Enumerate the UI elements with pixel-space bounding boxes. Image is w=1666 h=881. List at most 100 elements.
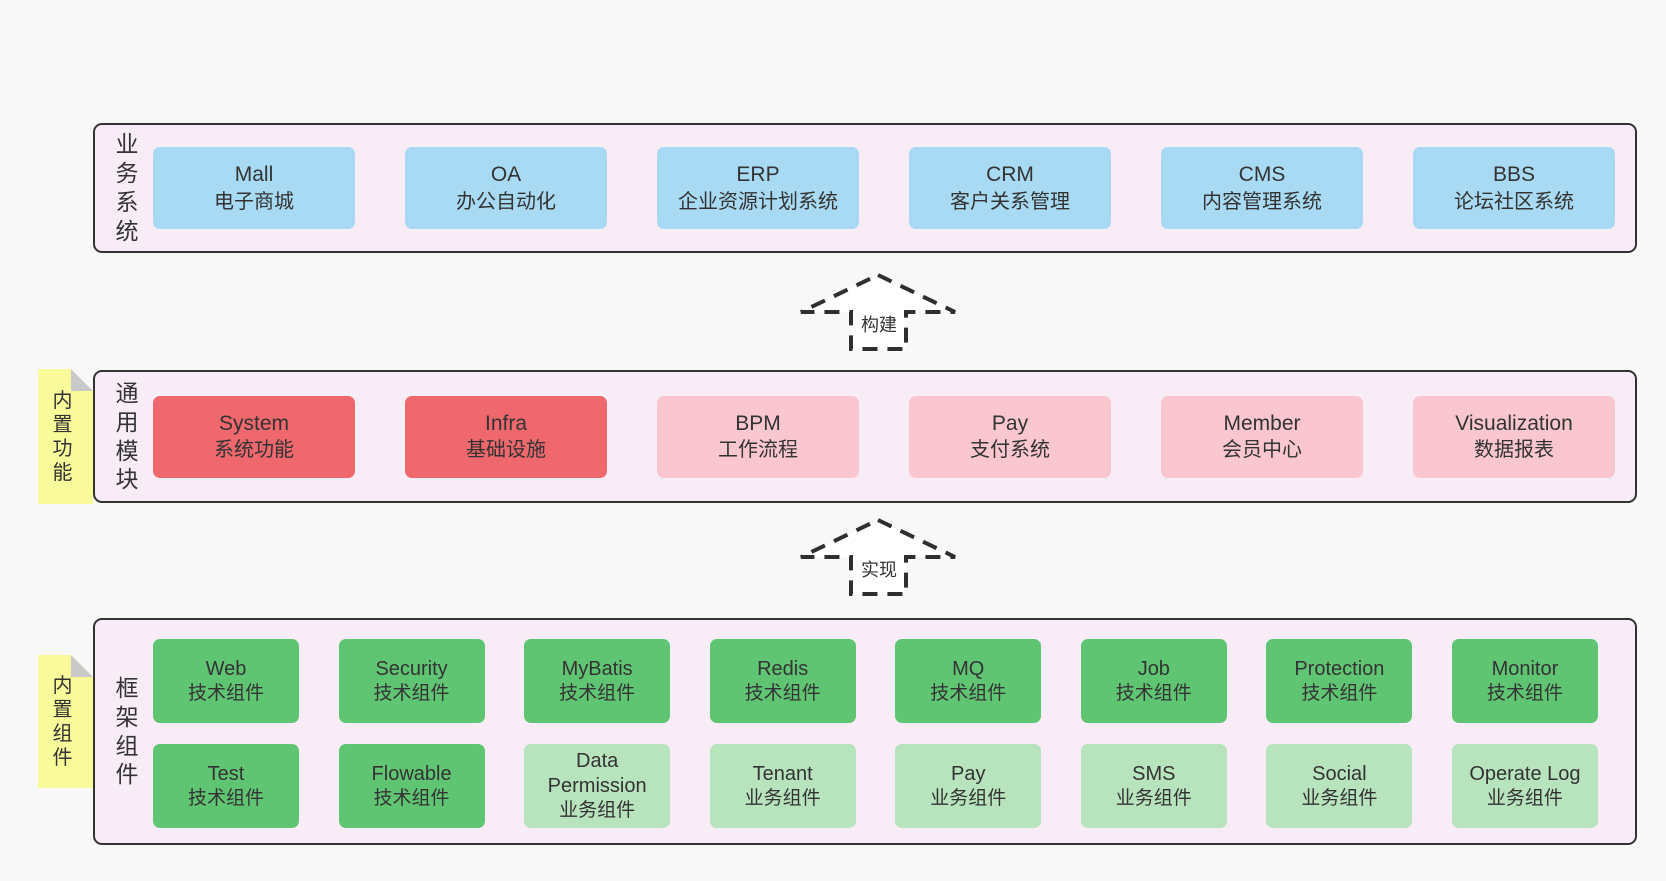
box-title: Web — [205, 657, 247, 680]
framework-components-row1: Web 技术组件 Security 技术组件 MyBatis 技术组件 Redi… — [153, 639, 1598, 723]
box-title: Flowable — [371, 762, 452, 785]
box-visualization: Visualization 数据报表 — [1413, 395, 1615, 478]
implement-arrow-label: 实现 — [861, 560, 897, 580]
box-subtitle: 技术组件 — [744, 682, 821, 704]
box-subtitle: 技术组件 — [930, 682, 1007, 704]
box-title: Security — [375, 657, 448, 680]
box-subtitle: 系统功能 — [214, 439, 294, 462]
box-subtitle: 办公自动化 — [456, 190, 556, 213]
box-title: Social — [1312, 762, 1367, 785]
box-subtitle: 技术组件 — [187, 682, 264, 704]
box-title: CMS — [1238, 163, 1286, 187]
box-web: Web 技术组件 — [153, 639, 299, 723]
box-title: OA — [490, 163, 522, 187]
common-modules-layer-label: 通用模块 — [115, 379, 139, 493]
box-subtitle: 工作流程 — [718, 439, 798, 462]
box-pay: Pay 支付系统 — [909, 395, 1111, 478]
note-fold-corner-icon — [71, 655, 93, 677]
box-title: Infra — [484, 411, 528, 435]
framework-components-layer: 框架组件 Web 技术组件 Security 技术组件 MyBatis 技术组件… — [93, 618, 1637, 845]
box-title: Test — [207, 762, 245, 785]
box-title: SMS — [1132, 762, 1176, 785]
box-redis: Redis 技术组件 — [709, 639, 856, 723]
box-pay-component: Pay 业务组件 — [895, 744, 1042, 828]
box-subtitle: 会员中心 — [1222, 439, 1302, 462]
box-title: MQ — [952, 657, 985, 680]
box-title: Job — [1137, 657, 1170, 680]
box-title: ERP — [736, 163, 780, 187]
box-social: Social 业务组件 — [1266, 744, 1413, 828]
framework-components-layer-label: 框架组件 — [115, 674, 139, 788]
box-subtitle: 技术组件 — [187, 787, 264, 809]
box-title: Member — [1223, 411, 1301, 435]
box-protection: Protection 技术组件 — [1266, 639, 1413, 723]
framework-components-row2: Test 技术组件 Flowable 技术组件 Data Permission … — [153, 744, 1598, 828]
box-subtitle: 企业资源计划系统 — [678, 190, 838, 213]
box-title: BBS — [1492, 163, 1536, 187]
box-subtitle: 支付系统 — [970, 439, 1050, 462]
box-crm: CRM 客户关系管理 — [909, 147, 1111, 229]
box-infra: Infra 基础设施 — [405, 395, 607, 478]
box-mybatis: MyBatis 技术组件 — [524, 639, 671, 723]
box-tenant: Tenant 业务组件 — [709, 744, 856, 828]
box-subtitle: 数据报表 — [1474, 439, 1554, 462]
box-subtitle: 技术组件 — [373, 787, 450, 809]
box-title: Tenant — [752, 762, 813, 785]
common-modules-layer: 通用模块 System 系统功能 Infra 基础设施 BPM 工作流程 Pay… — [93, 370, 1637, 503]
box-title: Pay — [991, 411, 1029, 435]
box-member: Member 会员中心 — [1161, 395, 1363, 478]
box-subtitle: 业务组件 — [559, 800, 636, 822]
business-systems-layer: 业务系统 Mall 电子商城 OA 办公自动化 ERP 企业资源计划系统 CRM… — [93, 123, 1637, 253]
box-title: Pay — [951, 762, 986, 785]
box-title: Operate Log — [1469, 762, 1581, 785]
box-title: Protection — [1294, 657, 1385, 680]
box-operate-log: Operate Log 业务组件 — [1451, 744, 1598, 828]
sticky-note-builtin-components-label: 内置组件 — [52, 674, 73, 769]
box-subtitle: 内容管理系统 — [1202, 190, 1322, 213]
box-title: CRM — [986, 163, 1034, 187]
business-systems-boxes: Mall 电子商城 OA 办公自动化 ERP 企业资源计划系统 CRM 客户关系… — [153, 125, 1615, 251]
box-erp: ERP 企业资源计划系统 — [657, 147, 859, 229]
box-sms: SMS 业务组件 — [1080, 744, 1227, 828]
box-subtitle: 业务组件 — [1115, 787, 1192, 809]
box-subtitle: 论坛社区系统 — [1454, 190, 1574, 213]
box-subtitle: 客户关系管理 — [950, 190, 1070, 213]
box-job: Job 技术组件 — [1080, 639, 1227, 723]
box-data-permission: Data Permission 业务组件 — [524, 744, 671, 828]
box-system: System 系统功能 — [153, 395, 355, 478]
box-subtitle: 技术组件 — [373, 682, 450, 704]
box-title: BPM — [735, 411, 781, 435]
box-subtitle: 技术组件 — [1115, 682, 1192, 704]
box-title: MyBatis — [561, 657, 633, 680]
sticky-note-builtin-features-label: 内置功能 — [52, 389, 73, 484]
box-oa: OA 办公自动化 — [405, 147, 607, 229]
box-flowable: Flowable 技术组件 — [338, 744, 485, 828]
build-arrow-icon: 构建 — [800, 272, 956, 351]
sticky-note-builtin-features: 内置功能 — [38, 369, 93, 504]
implement-arrow-icon: 实现 — [800, 517, 956, 596]
box-monitor: Monitor 技术组件 — [1451, 639, 1598, 723]
box-mall: Mall 电子商城 — [153, 147, 355, 229]
box-subtitle: 技术组件 — [559, 682, 636, 704]
box-title: System — [218, 411, 289, 435]
box-bpm: BPM 工作流程 — [657, 395, 859, 478]
box-title: Redis — [757, 657, 809, 680]
build-arrow-label: 构建 — [861, 315, 897, 335]
box-subtitle: 技术组件 — [1486, 682, 1563, 704]
common-modules-boxes: System 系统功能 Infra 基础设施 BPM 工作流程 Pay 支付系统… — [153, 372, 1615, 501]
box-title: Monitor — [1491, 657, 1559, 680]
box-subtitle: 业务组件 — [1301, 787, 1378, 809]
box-mq: MQ 技术组件 — [895, 639, 1042, 723]
box-subtitle: 基础设施 — [466, 439, 546, 462]
box-subtitle: 业务组件 — [744, 787, 821, 809]
box-title: Visualization — [1455, 411, 1573, 435]
box-subtitle: 技术组件 — [1301, 682, 1378, 704]
box-test: Test 技术组件 — [153, 744, 299, 828]
box-subtitle: 业务组件 — [930, 787, 1007, 809]
box-cms: CMS 内容管理系统 — [1161, 147, 1363, 229]
box-bbs: BBS 论坛社区系统 — [1413, 147, 1615, 229]
sticky-note-builtin-components: 内置组件 — [38, 655, 93, 788]
box-subtitle: 电子商城 — [214, 190, 294, 213]
box-security: Security 技术组件 — [338, 639, 485, 723]
